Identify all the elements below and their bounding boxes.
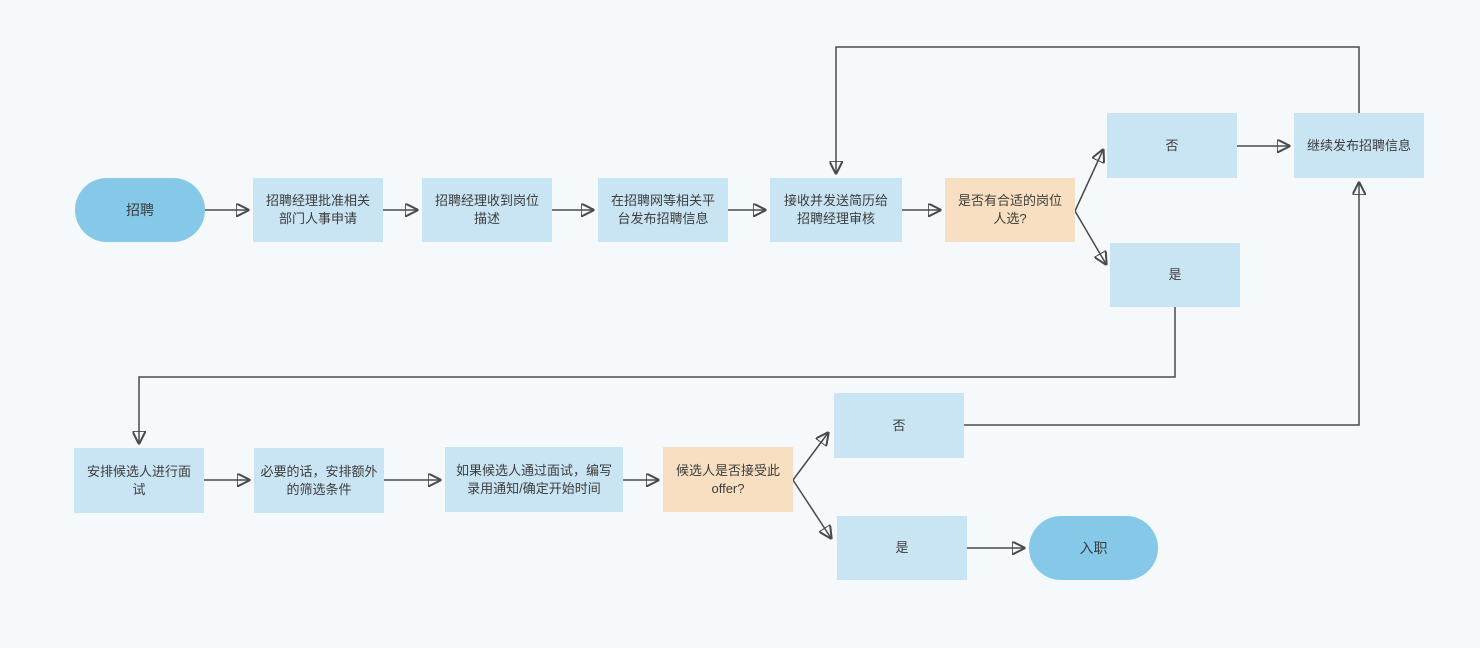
edge-offer-check-to-offer-yes	[792, 479, 831, 538]
node-offer-yes[interactable]: 是	[837, 516, 967, 580]
node-fit-no[interactable]: 否	[1107, 113, 1237, 178]
node-fit-yes[interactable]: 是	[1110, 243, 1240, 307]
node-offer-letter[interactable]: 如果候选人通过面试，编写 录用通知/确定开始时间	[445, 447, 623, 512]
edge-continue-publish-to-forward-cv	[836, 46, 1360, 173]
node-extra-screen[interactable]: 必要的话，安排额外 的筛选条件	[254, 448, 384, 513]
edge-fit-yes-to-interview	[139, 307, 1176, 443]
node-onboard[interactable]: 入职	[1029, 516, 1158, 580]
node-receive-jd[interactable]: 招聘经理收到岗位 描述	[422, 178, 552, 242]
node-fit-check[interactable]: 是否有合适的岗位 人选?	[945, 178, 1075, 242]
edge-fit-check-to-fit-no	[1074, 150, 1103, 212]
node-publish-job[interactable]: 在招聘网等相关平 台发布招聘信息	[598, 178, 728, 242]
node-forward-cv[interactable]: 接收并发送简历给 招聘经理审核	[770, 178, 902, 242]
edge-offer-check-to-offer-no	[792, 433, 828, 481]
node-offer-no[interactable]: 否	[834, 393, 964, 458]
edge-fit-check-to-fit-yes	[1074, 210, 1106, 264]
edge-offer-no-to-continue-publish	[964, 183, 1359, 426]
node-offer-check[interactable]: 候选人是否接受此 offer?	[663, 447, 793, 512]
node-interview[interactable]: 安排候选人进行面 试	[74, 448, 204, 513]
node-continue-publish[interactable]: 继续发布招聘信息	[1294, 113, 1424, 178]
node-start[interactable]: 招聘	[75, 178, 205, 242]
node-approve-request[interactable]: 招聘经理批准相关 部门人事申请	[253, 178, 383, 242]
